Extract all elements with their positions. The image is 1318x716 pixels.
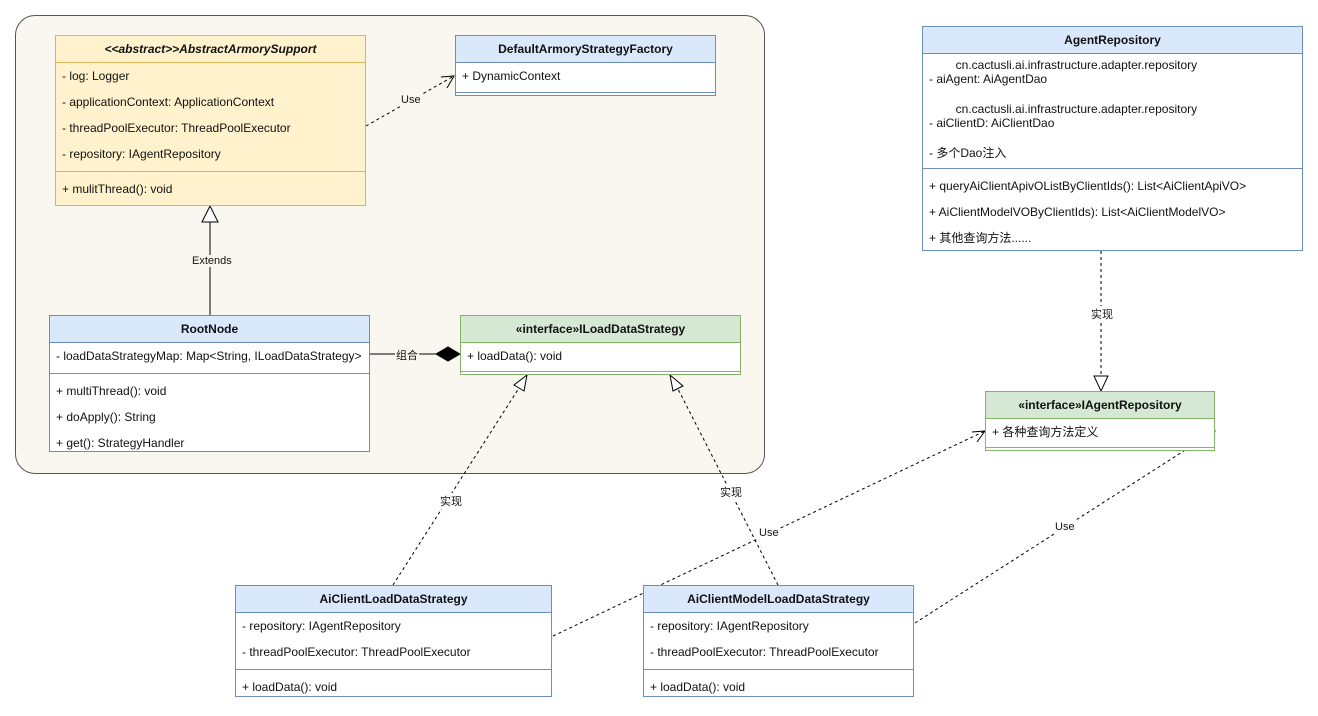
field-thread-pool-executor: - threadPoolExecutor: ThreadPoolExecutor: [650, 645, 879, 659]
method-load-data: + loadData(): void: [242, 680, 338, 694]
divider: [50, 373, 369, 374]
edge-label-compose: 组合: [395, 347, 419, 363]
divider: [644, 669, 913, 670]
ai-client-load-data-strategy-class[interactable]: AiClientLoadDataStrategy - repository: I…: [235, 585, 552, 697]
divider: [456, 92, 715, 93]
edge-label-impl-client: 实现: [439, 493, 463, 509]
edge-use-model: [914, 430, 1216, 624]
field-dynamic-context: + DynamicContext: [462, 69, 561, 83]
field-ai-agent-package: cn.cactusli.ai.infrastructure.adapter.re…: [929, 58, 1198, 72]
method-load-data: + loadData(): void: [467, 349, 563, 363]
iagent-repository-interface[interactable]: «interface»IAgentRepository + 各种查询方法定义: [985, 391, 1215, 451]
root-node-class[interactable]: RootNode - loadDataStrategyMap: Map<Stri…: [49, 315, 370, 452]
field-thread-pool-executor: - threadPoolExecutor: ThreadPoolExecutor: [242, 645, 471, 659]
edge-impl-repo-arrow: [1093, 375, 1109, 393]
field-ai-agent: - aiAgent: AiAgentDao: [929, 72, 1048, 86]
edge-label-use-client: Use: [758, 527, 780, 539]
edge-compose-diamond: [435, 346, 461, 362]
edge-impl-client: [392, 387, 520, 586]
method-query-other: + 其他查询方法......: [929, 231, 1032, 245]
field-repository: - repository: IAgentRepository: [62, 147, 221, 161]
method-query-api: + queryAiClientApivOListByClientIds(): L…: [929, 179, 1247, 193]
default-armory-strategy-factory-class[interactable]: DefaultArmoryStrategyFactory + DynamicCo…: [455, 35, 716, 96]
field-thread-pool-executor: - threadPoolExecutor: ThreadPoolExecutor: [62, 121, 291, 135]
class-title: RootNode: [50, 316, 369, 343]
edge-extends-arrow: [201, 204, 219, 223]
edge-label-extends: Extends: [191, 255, 233, 267]
iload-data-strategy-interface[interactable]: «interface»ILoadDataStrategy + loadData(…: [460, 315, 741, 375]
agent-repository-class[interactable]: AgentRepository cn.cactusli.ai.infrastru…: [922, 26, 1303, 251]
abstract-armory-support-class[interactable]: <<abstract>>AbstractArmorySupport - log:…: [55, 35, 366, 206]
edge-label-impl-repo: 实现: [1090, 306, 1114, 322]
field-repository: - repository: IAgentRepository: [242, 619, 401, 633]
edge-label-use-model: Use: [1054, 521, 1076, 533]
class-title: AiClientModelLoadDataStrategy: [644, 586, 913, 613]
edge-impl-client-arrow: [513, 373, 528, 392]
method-load-data: + loadData(): void: [650, 680, 746, 694]
method-multi-thread: + multiThread(): void: [56, 384, 167, 398]
method-mulit-thread: + mulitThread(): void: [62, 182, 173, 196]
divider: [56, 171, 365, 172]
class-title: AiClientLoadDataStrategy: [236, 586, 551, 613]
method-query-model: + AiClientModelVOByClientIds): List<AiCl…: [929, 205, 1226, 219]
ai-client-model-load-data-strategy-class[interactable]: AiClientModelLoadDataStrategy - reposito…: [643, 585, 914, 697]
field-log: - log: Logger: [62, 69, 130, 83]
divider: [923, 168, 1302, 169]
field-multi-dao: - 多个Dao注入: [929, 146, 1007, 160]
class-title: AgentRepository: [923, 27, 1302, 54]
edge-impl-model-arrow: [669, 373, 684, 392]
field-application-context: - applicationContext: ApplicationContext: [62, 95, 275, 109]
method-query-definitions: + 各种查询方法定义: [992, 425, 1099, 439]
edge-use-factory-arrow: [440, 75, 455, 89]
edge-use-client-arrow: [971, 430, 987, 443]
edge-label-impl-model: 实现: [719, 484, 743, 500]
edge-use-client: [552, 430, 986, 637]
field-repository: - repository: IAgentRepository: [650, 619, 809, 633]
divider: [461, 371, 740, 372]
method-get: + get(): StrategyHandler: [56, 436, 185, 450]
field-ai-client: - aiClientD: AiClientDao: [929, 116, 1055, 130]
divider: [986, 447, 1214, 448]
field-ai-client-package: cn.cactusli.ai.infrastructure.adapter.re…: [929, 102, 1198, 116]
method-do-apply: + doApply(): String: [56, 410, 156, 424]
divider: [236, 669, 551, 670]
class-title: DefaultArmoryStrategyFactory: [456, 36, 715, 63]
class-title: «interface»IAgentRepository: [986, 392, 1214, 419]
class-title: <<abstract>>AbstractArmorySupport: [56, 36, 365, 63]
class-title: «interface»ILoadDataStrategy: [461, 316, 740, 343]
edge-label-use-factory: Use: [400, 94, 422, 106]
field-load-data-strategy-map: - loadDataStrategyMap: Map<String, ILoad…: [56, 349, 362, 363]
